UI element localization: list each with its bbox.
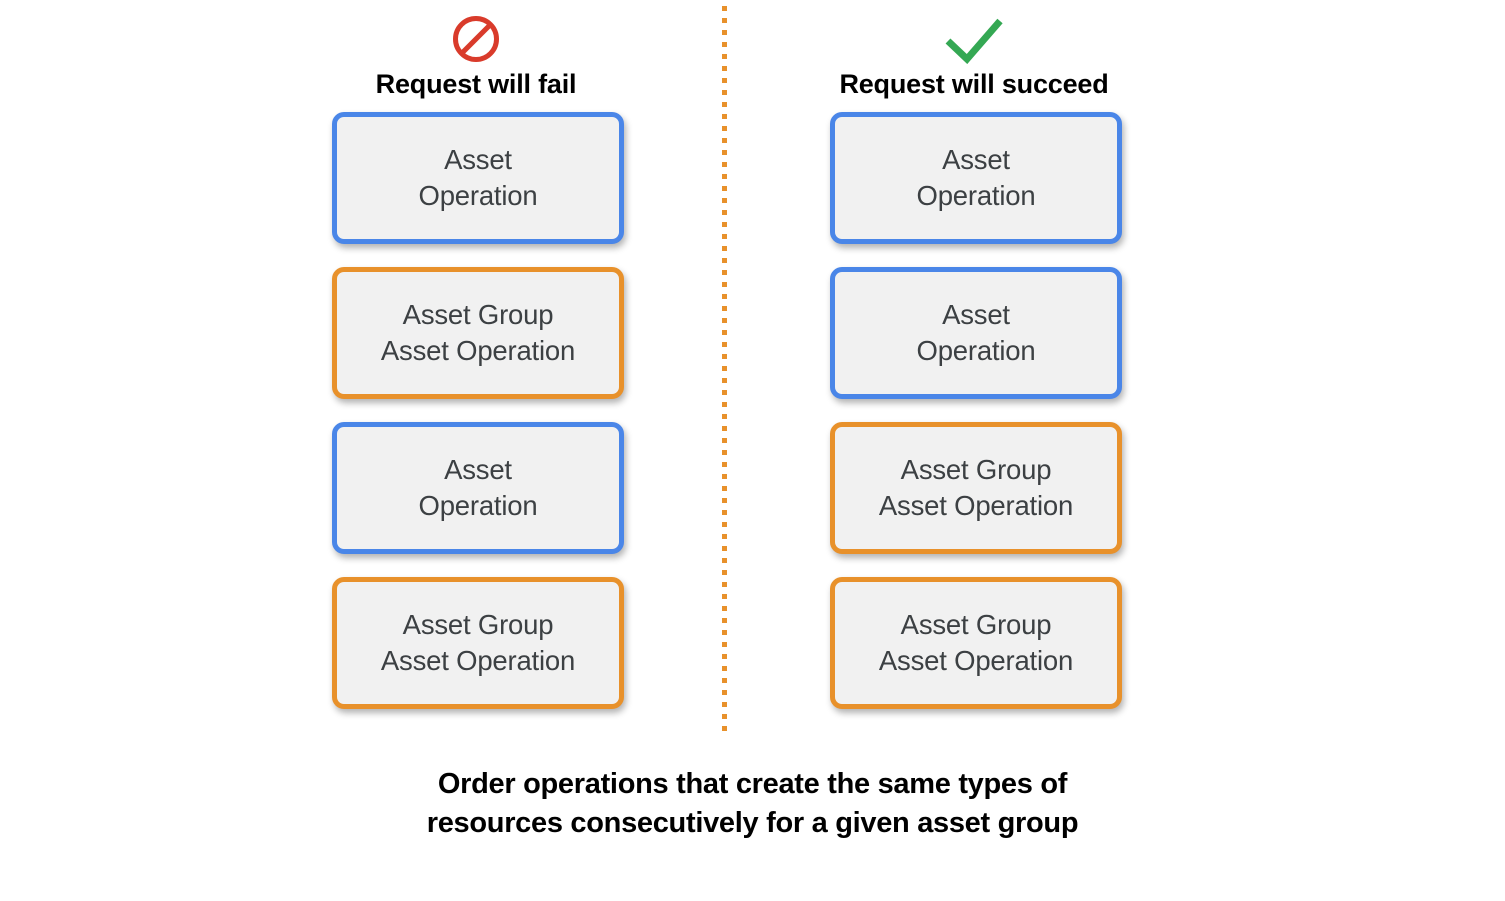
operation-box: Asset Group Asset Operation xyxy=(332,577,624,709)
operation-box: Asset Operation xyxy=(830,112,1122,244)
operation-box: Asset Operation xyxy=(830,267,1122,399)
column-header-fail: Request will fail xyxy=(266,14,686,100)
operation-box-label: Asset Group Asset Operation xyxy=(380,609,576,676)
operation-box: Asset Operation xyxy=(332,422,624,554)
operation-box-label: Asset Operation xyxy=(916,299,1036,366)
column-request-will-fail: Request will fail Asset Operation Asset … xyxy=(266,0,686,740)
column-header-label-fail: Request will fail xyxy=(375,69,577,99)
prohibition-icon xyxy=(266,14,686,66)
column-header-succeed: Request will succeed xyxy=(764,14,1184,100)
operation-box: Asset Group Asset Operation xyxy=(332,267,624,399)
checkmark-icon xyxy=(764,14,1184,66)
operation-box-label: Asset Operation xyxy=(418,454,538,521)
operation-box: Asset Group Asset Operation xyxy=(830,422,1122,554)
column-header-label-succeed: Request will succeed xyxy=(839,69,1109,99)
diagram-caption: Order operations that create the same ty… xyxy=(426,768,1079,839)
vertical-dotted-divider xyxy=(722,6,727,736)
operation-box-label: Asset Group Asset Operation xyxy=(380,299,576,366)
column-request-will-succeed: Request will succeed Asset Operation Ass… xyxy=(764,0,1184,740)
operation-box-label: Asset Operation xyxy=(418,144,538,211)
box-stack-succeed: Asset Operation Asset Operation Asset Gr… xyxy=(830,112,1122,732)
operation-box-label: Asset Operation xyxy=(916,144,1036,211)
operation-box-label: Asset Group Asset Operation xyxy=(878,454,1074,521)
operation-box: Asset Operation xyxy=(332,112,624,244)
box-stack-fail: Asset Operation Asset Group Asset Operat… xyxy=(332,112,624,732)
operation-box-label: Asset Group Asset Operation xyxy=(878,609,1074,676)
operation-box: Asset Group Asset Operation xyxy=(830,577,1122,709)
